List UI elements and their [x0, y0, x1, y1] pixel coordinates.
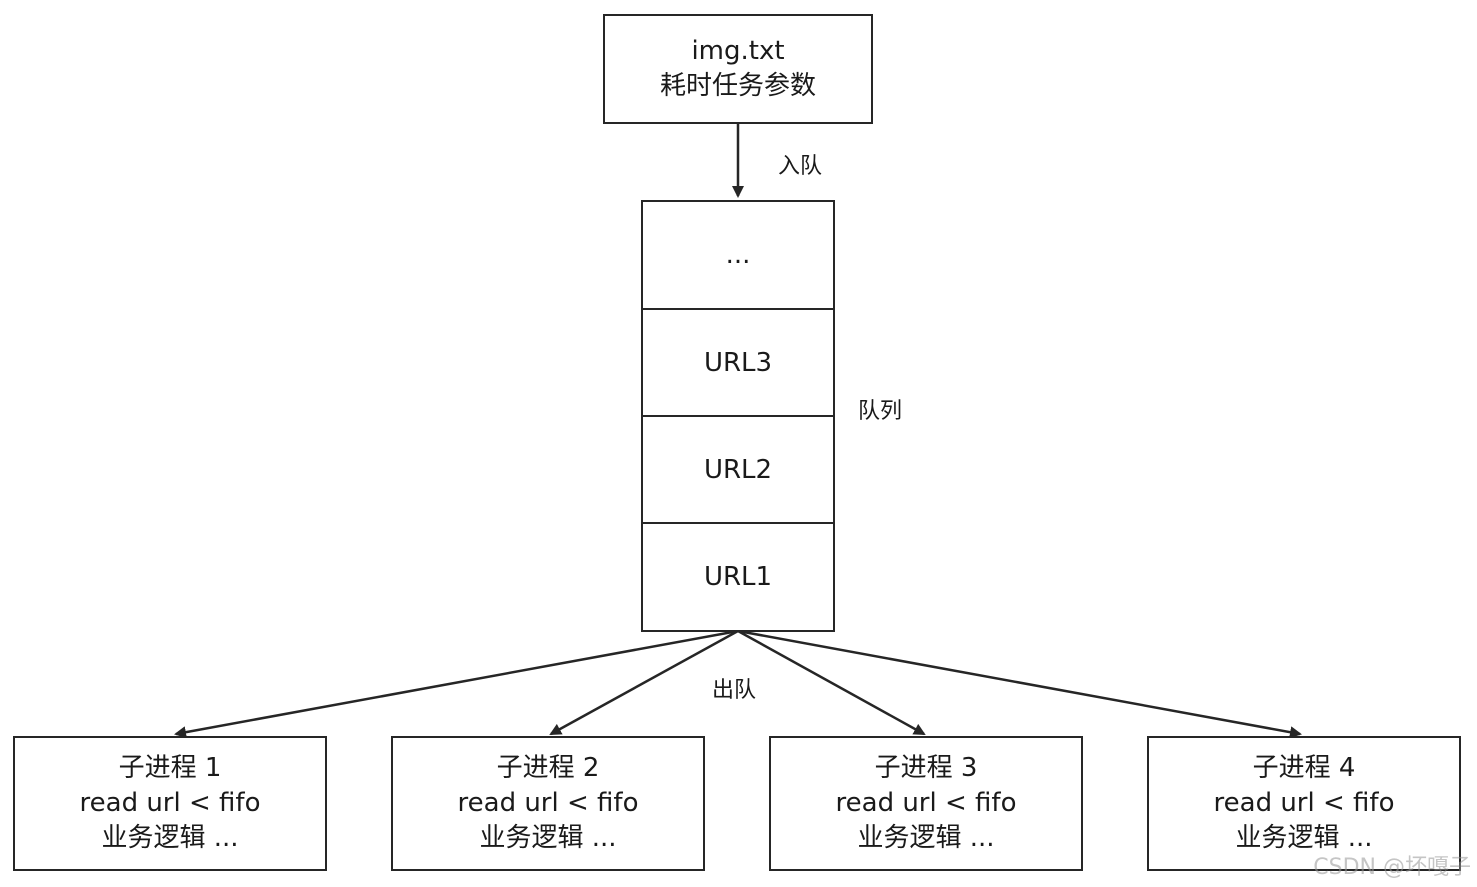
worker-1-logic: 业务逻辑 ...: [101, 823, 239, 853]
queue-cell-url3: URL3: [643, 310, 833, 417]
worker-4-read: read url < fifo: [1213, 788, 1395, 818]
source-box: img.txt 耗时任务参数: [603, 14, 873, 124]
dequeue-arrow-4: [737, 629, 1302, 739]
worker-4-logic: 业务逻辑 ...: [1235, 823, 1373, 853]
source-box-line-2: 耗时任务参数: [659, 71, 816, 101]
queue-label: 队列: [858, 399, 903, 424]
queue-cell-url2: URL2: [643, 417, 833, 524]
worker-1-title: 子进程 1: [118, 753, 222, 783]
worker-2-title: 子进程 2: [496, 753, 600, 783]
queue-cell-ellipsis: ...: [643, 202, 833, 310]
dequeue-arrow-2: [549, 629, 739, 736]
worker-box-1: 子进程 1 read url < fifo 业务逻辑 ...: [13, 736, 327, 871]
queue-box: ... URL3 URL2 URL1: [641, 200, 835, 632]
worker-2-read: read url < fifo: [457, 788, 639, 818]
worker-box-3: 子进程 3 read url < fifo 业务逻辑 ...: [769, 736, 1083, 871]
source-box-line-1: img.txt: [691, 36, 785, 66]
worker-4-title: 子进程 4: [1252, 753, 1356, 783]
watermark: CSDN @坏嘎子: [1313, 855, 1471, 880]
dequeue-arrow-3: [737, 629, 926, 736]
queue-cell-url1: URL1: [703, 562, 773, 592]
dequeue-label: 出队: [712, 678, 757, 703]
dequeue-arrow-1: [174, 629, 739, 739]
worker-2-logic: 业务逻辑 ...: [479, 823, 617, 853]
worker-box-2: 子进程 2 read url < fifo 业务逻辑 ...: [391, 736, 705, 871]
worker-3-logic: 业务逻辑 ...: [857, 823, 995, 853]
worker-1-read: read url < fifo: [79, 788, 261, 818]
enqueue-label: 入队: [778, 154, 823, 179]
worker-3-read: read url < fifo: [835, 788, 1017, 818]
worker-box-4: 子进程 4 read url < fifo 业务逻辑 ...: [1147, 736, 1461, 871]
worker-3-title: 子进程 3: [874, 753, 978, 783]
